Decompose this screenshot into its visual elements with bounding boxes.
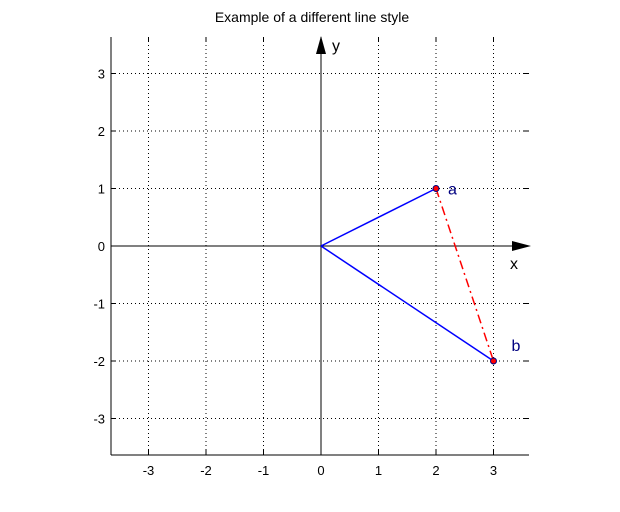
series-line-3 xyxy=(435,188,495,362)
x-tick-label: -2 xyxy=(200,463,212,478)
x-axis-arrow-icon xyxy=(512,241,531,251)
point-marker-b xyxy=(490,357,497,365)
x-tick-label: 1 xyxy=(375,463,382,478)
y-axis-label: y xyxy=(332,38,340,55)
chart-title: Example of a different line style xyxy=(215,9,410,25)
plot-frame xyxy=(110,37,529,456)
coordinate-axes xyxy=(111,36,531,455)
series-line-1 xyxy=(320,187,437,247)
point-marker-a xyxy=(432,185,440,192)
x-tick-label: 2 xyxy=(432,463,439,478)
x-tick-label: -1 xyxy=(258,463,270,478)
y-tick-label: -3 xyxy=(93,412,105,427)
y-tick-label: 3 xyxy=(98,67,105,82)
y-tick-label: 1 xyxy=(98,182,105,197)
y-tick-label: 0 xyxy=(98,239,105,254)
series-line-2 xyxy=(320,245,494,362)
x-tick-label: -3 xyxy=(143,463,155,478)
vector-lines xyxy=(320,187,495,362)
tick-labels: -3 -2 -1 0 1 2 3 -3 -2 -1 0 1 2 3 xyxy=(93,67,497,479)
x-tick-label: 0 xyxy=(317,463,324,478)
vector-endpoints: ab xyxy=(432,182,521,365)
point-label-a: a xyxy=(448,182,457,199)
y-axis-arrow-icon xyxy=(316,36,326,54)
x-tick-label: 3 xyxy=(490,463,497,478)
y-tick-label: 2 xyxy=(98,124,105,139)
point-label-b: b xyxy=(512,338,521,355)
y-tick-label: -2 xyxy=(93,354,105,369)
y-tick-label: -1 xyxy=(93,297,105,312)
x-axis-label: x xyxy=(510,256,518,273)
